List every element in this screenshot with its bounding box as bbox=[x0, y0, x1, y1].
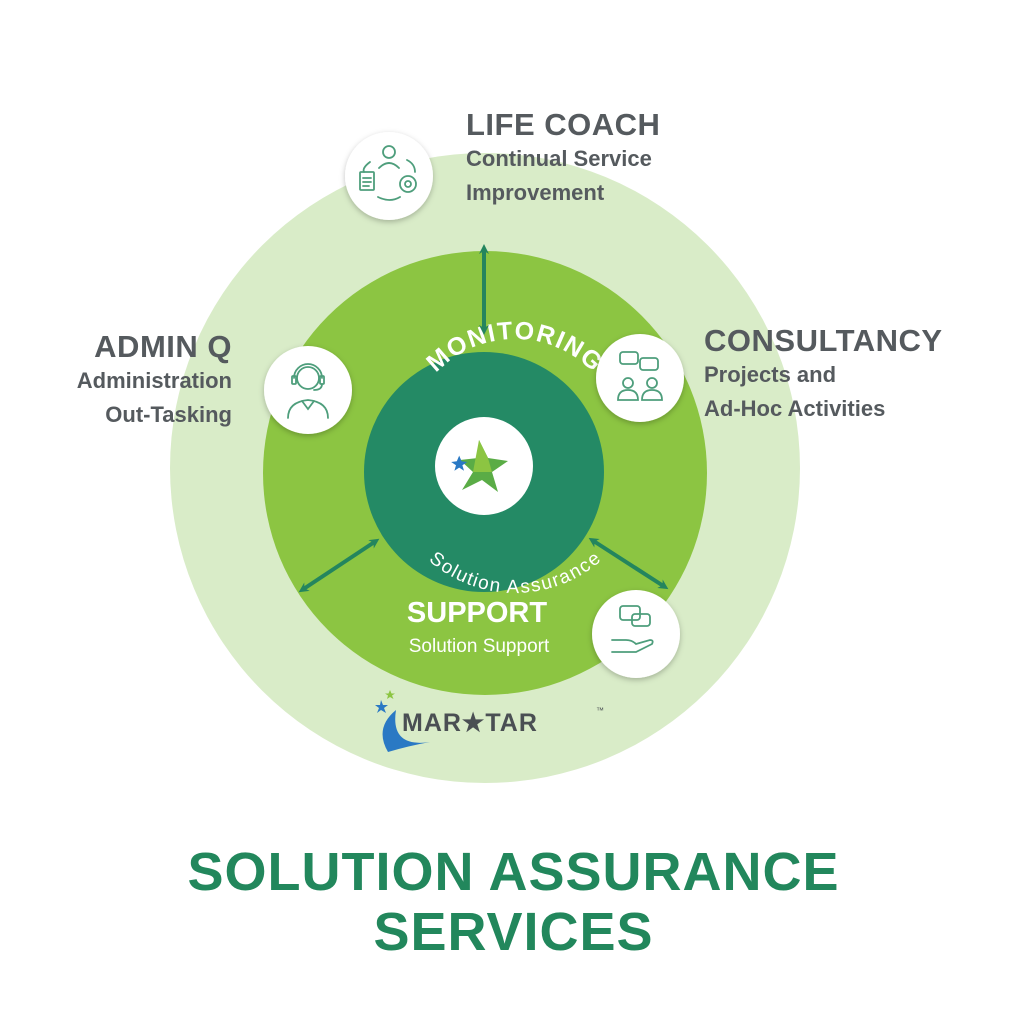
admin-q-label: ADMIN Q Administration Out-Tasking bbox=[76, 329, 232, 432]
process-cycle-icon bbox=[359, 145, 417, 201]
support-title: SUPPORT bbox=[407, 597, 547, 629]
consultancy-line1: Projects and bbox=[704, 362, 837, 388]
consultancy-line2: Ad-Hoc Activities bbox=[704, 396, 886, 422]
support-subtitle: Solution Support bbox=[409, 636, 550, 657]
marstar-logo: MAR★TAR ™ bbox=[375, 690, 604, 752]
admin-q-line2: Out-Tasking bbox=[105, 402, 232, 428]
consultancy-title: CONSULTANCY bbox=[704, 323, 943, 358]
star-icon bbox=[451, 440, 508, 492]
arrow-support bbox=[588, 537, 669, 590]
chat-hand-icon bbox=[611, 605, 654, 653]
life-coach-line2: Improvement bbox=[466, 180, 605, 206]
admin-q-icon-badge bbox=[264, 346, 352, 434]
page-title-line2: SERVICES bbox=[373, 902, 654, 962]
svg-text:MAR★TAR: MAR★TAR bbox=[402, 709, 538, 737]
admin-q-line1: Administration bbox=[76, 368, 232, 394]
discussion-people-icon bbox=[617, 351, 663, 401]
life-coach-line1: Continual Service bbox=[466, 146, 652, 172]
svg-text:™: ™ bbox=[596, 706, 604, 715]
headset-agent-icon bbox=[287, 363, 329, 419]
life-coach-title: LIFE COACH bbox=[466, 107, 661, 142]
support-icon-badge bbox=[592, 590, 680, 678]
consultancy-label: CONSULTANCY Projects and Ad-Hoc Activiti… bbox=[704, 323, 943, 426]
page-title-line1: SOLUTION ASSURANCE bbox=[187, 842, 840, 902]
life-coach-icon-badge bbox=[345, 132, 433, 220]
life-coach-label: LIFE COACH Continual Service Improvement bbox=[466, 107, 661, 210]
admin-q-title: ADMIN Q bbox=[94, 329, 232, 364]
arrow-admin bbox=[298, 538, 380, 593]
consultancy-icon-badge bbox=[596, 334, 684, 422]
